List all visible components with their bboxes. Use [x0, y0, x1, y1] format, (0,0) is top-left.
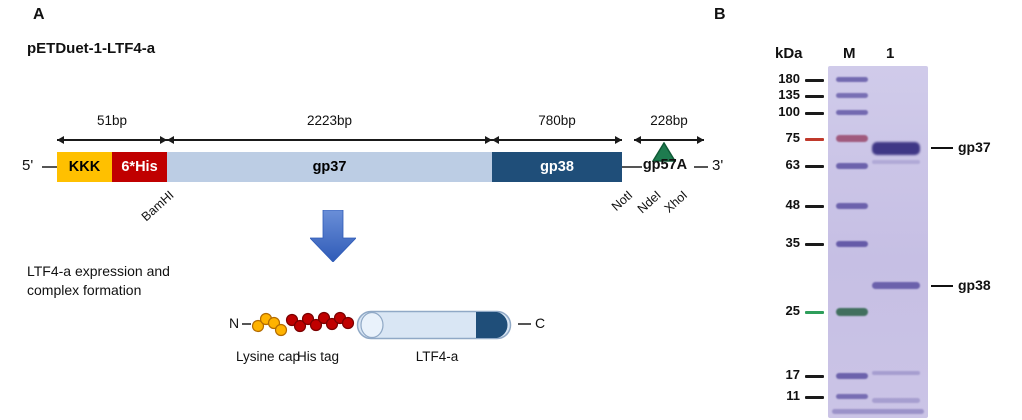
- marker-band-25: [836, 308, 868, 316]
- size-arrow-gp38: [492, 136, 622, 143]
- mw-label-180: 180: [778, 71, 800, 86]
- marker-lane-header: M: [843, 45, 856, 62]
- plasmid-title: pETDuet-1-LTF4-a: [27, 40, 156, 57]
- gel-image: [828, 66, 928, 418]
- marker-band: [836, 110, 868, 115]
- marker-band: [836, 394, 868, 399]
- segment-gp57a-label: gp57A: [642, 157, 688, 173]
- dye-front-band: [832, 409, 924, 414]
- mw-label-75: 75: [785, 130, 800, 145]
- c-terminus-label: C: [535, 315, 546, 331]
- mw-tick-48: [805, 205, 824, 208]
- mw-label-17: 17: [785, 367, 800, 382]
- protein-cylinder-icon: [356, 310, 512, 340]
- mw-label-135: 135: [778, 87, 800, 102]
- n-terminus-label: N: [229, 315, 240, 331]
- his-tag-label: His tag: [296, 349, 340, 364]
- panel-a-label: A: [33, 6, 45, 23]
- gp37-pointer-line: [931, 147, 953, 149]
- connector-line: [42, 166, 57, 168]
- sample-band-faint: [872, 398, 920, 403]
- mw-tick-75: [805, 138, 824, 141]
- marker-band: [836, 241, 868, 247]
- segment-gp38: gp38: [492, 152, 622, 182]
- sample-lane-header: 1: [886, 45, 895, 62]
- size-label-228bp: 228bp: [650, 113, 688, 128]
- segment-6his: 6*His: [112, 152, 167, 182]
- gp37-band-label: gp37: [958, 139, 991, 155]
- three-prime-label: 3': [712, 157, 724, 174]
- marker-band: [836, 373, 868, 379]
- marker-band: [836, 93, 868, 98]
- size-label-780bp: 780bp: [538, 113, 576, 128]
- expression-caption-line1: LTF4-a expression and: [27, 263, 170, 279]
- bead-chain-icon: [252, 311, 355, 337]
- size-arrow-gp37: [167, 136, 492, 143]
- marker-band: [836, 77, 868, 82]
- size-arrow-kkk-his: [57, 136, 167, 143]
- sample-band-faint: [872, 371, 920, 375]
- mw-label-25: 25: [785, 303, 800, 318]
- five-prime-label: 5': [22, 157, 34, 174]
- lysine-cap-label: Lysine cap: [235, 349, 301, 364]
- marker-band: [836, 203, 868, 209]
- mw-label-35: 35: [785, 235, 800, 250]
- panel-b-label: B: [714, 6, 726, 23]
- size-arrow-gp57a: [634, 136, 704, 143]
- segment-gp37: gp37: [167, 152, 492, 182]
- mw-tick-11: [805, 396, 824, 399]
- connector-line: [518, 323, 531, 325]
- restriction-site-noti-label: NotI: [608, 188, 636, 214]
- gp38-pointer-line: [931, 285, 953, 287]
- sample-band-gp37: [872, 142, 920, 155]
- connector-line: [694, 166, 708, 168]
- marker-band: [836, 163, 868, 169]
- mw-tick-100: [805, 112, 824, 115]
- mw-tick-17: [805, 375, 824, 378]
- down-arrow-icon: [310, 210, 356, 262]
- expression-caption-line2: complex formation: [27, 282, 142, 298]
- restriction-site-ndei-label: NdeI: [634, 188, 664, 217]
- size-label-2223bp: 2223bp: [306, 113, 353, 128]
- restriction-site-bamhi-label: BamHI: [138, 188, 177, 224]
- gp57a-triangle-icon: [652, 142, 676, 162]
- mw-label-63: 63: [785, 157, 800, 172]
- mw-tick-180: [805, 79, 824, 82]
- sample-band-faint: [872, 160, 920, 164]
- mw-label-48: 48: [785, 197, 800, 212]
- segment-kkk: KKK: [57, 152, 112, 182]
- connector-line: [242, 323, 251, 325]
- ltf4a-label: LTF4-a: [415, 349, 459, 364]
- mw-tick-25: [805, 311, 824, 314]
- restriction-site-xhoi-label: XhoI: [661, 188, 691, 216]
- size-label-51bp: 51bp: [96, 113, 128, 128]
- kda-header: kDa: [775, 45, 803, 62]
- marker-band-75: [836, 135, 868, 142]
- sample-band-gp38: [872, 282, 920, 289]
- mw-label-11: 11: [786, 388, 800, 403]
- mw-tick-135: [805, 95, 824, 98]
- mw-tick-35: [805, 243, 824, 246]
- connector-line: [622, 166, 642, 168]
- gp38-band-label: gp38: [958, 277, 991, 293]
- mw-label-100: 100: [778, 104, 800, 119]
- mw-tick-63: [805, 165, 824, 168]
